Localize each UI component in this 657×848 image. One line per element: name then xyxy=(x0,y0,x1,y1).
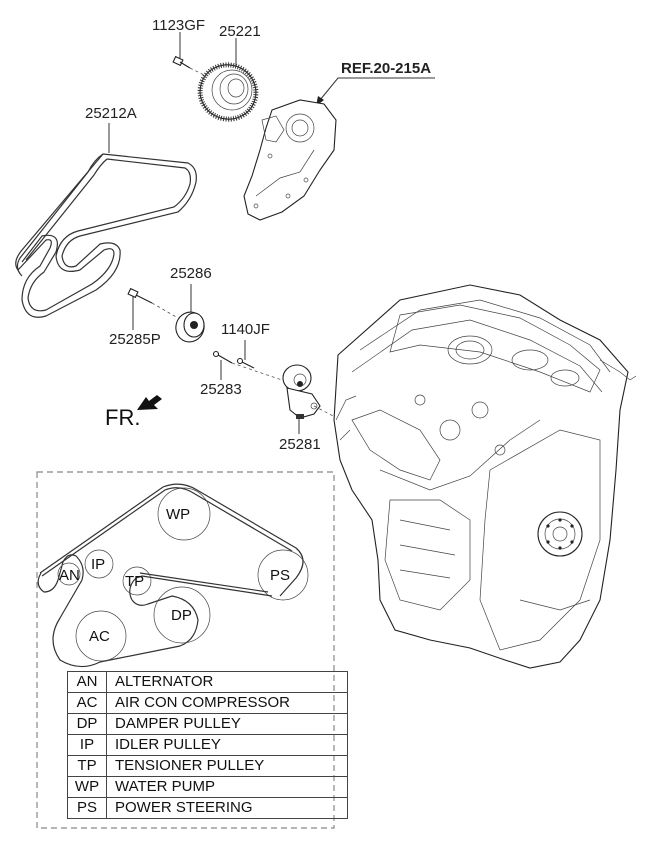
drive-belt-25212a[interactable] xyxy=(15,153,197,318)
belt-routing-box xyxy=(36,471,335,829)
callout-ref-20-215a[interactable]: REF.20-215A xyxy=(341,60,431,77)
bolt-25283[interactable] xyxy=(212,350,233,364)
pulley-label-ip: IP xyxy=(91,556,105,573)
callout-1123gf: 1123GF xyxy=(152,17,205,34)
bolt-25285p[interactable] xyxy=(127,287,179,319)
legend-code: WP xyxy=(67,776,107,798)
legend-name: WATER PUMP xyxy=(106,776,348,798)
bolt-1123gf[interactable] xyxy=(172,32,211,79)
legend-name: POWER STEERING xyxy=(106,797,348,819)
legend-name: AIR CON COMPRESSOR xyxy=(106,692,348,714)
pulley-label-dp: DP xyxy=(171,607,192,624)
callout-25286: 25286 xyxy=(170,265,212,282)
pulley-an xyxy=(57,562,81,586)
engine-assembly[interactable] xyxy=(333,284,637,669)
pulley-label-tp: TP xyxy=(125,573,144,590)
legend-name: ALTERNATOR xyxy=(106,671,348,693)
pulley-label-ps: PS xyxy=(270,567,290,584)
legend-name: TENSIONER PULLEY xyxy=(106,755,348,777)
callout-25283: 25283 xyxy=(200,381,242,398)
pulley-label-ac: AC xyxy=(89,628,110,645)
pulley-25221[interactable] xyxy=(192,38,263,127)
callout-25221: 25221 xyxy=(219,23,261,40)
belt-routing-schematic: WP IP AN TP PS DP AC xyxy=(37,483,309,668)
pulley-label-wp: WP xyxy=(166,506,190,523)
pulley-wp xyxy=(157,487,211,541)
callout-25285p: 25285P xyxy=(109,331,161,348)
callout-25281: 25281 xyxy=(279,436,321,453)
legend-code: AC xyxy=(67,692,107,714)
legend-code: AN xyxy=(67,671,107,693)
tensioner-25281[interactable] xyxy=(282,364,321,419)
water-pump-housing[interactable] xyxy=(243,99,337,221)
front-direction-indicator: FR. xyxy=(105,395,162,430)
pulley-ip xyxy=(84,549,114,579)
legend-name: IDLER PULLEY xyxy=(106,734,348,756)
pulley-tp xyxy=(122,566,152,596)
legend-code: DP xyxy=(67,713,107,735)
legend-code: IP xyxy=(67,734,107,756)
callout-25212a: 25212A xyxy=(85,105,137,122)
legend-code: PS xyxy=(67,797,107,819)
front-label: FR. xyxy=(105,405,140,430)
idler-pulley-25286[interactable] xyxy=(172,308,209,346)
pulley-label-an: AN xyxy=(59,567,80,584)
pulley-ps xyxy=(257,549,309,601)
bolt-1140jf[interactable] xyxy=(236,357,255,369)
front-arrow-icon xyxy=(137,395,162,410)
legend-name: DAMPER PULLEY xyxy=(106,713,348,735)
pulley-dp xyxy=(153,586,211,644)
legend-code: TP xyxy=(67,755,107,777)
callout-1140jf: 1140JF xyxy=(221,321,270,338)
pulley-ac xyxy=(75,610,127,662)
